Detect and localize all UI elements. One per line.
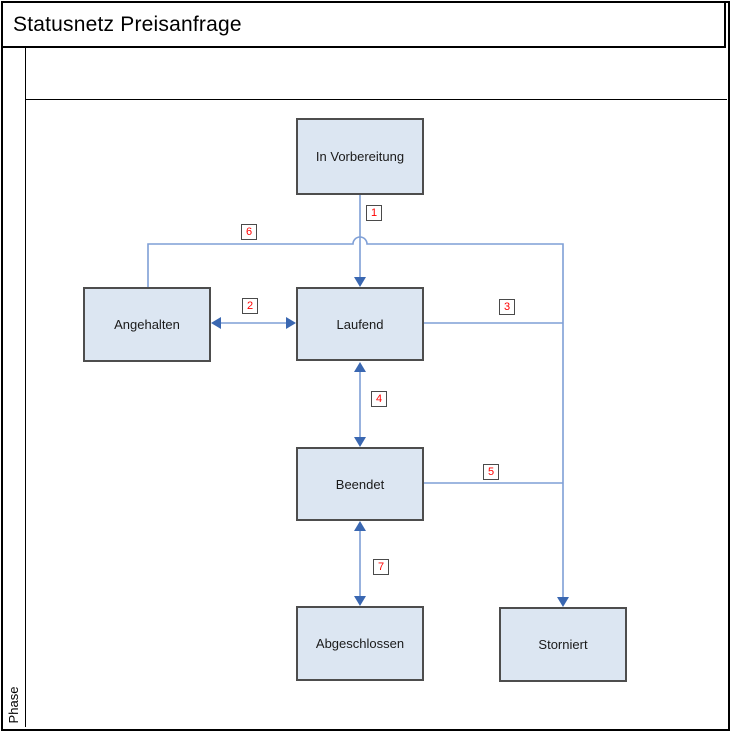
transition-marker-3: 3 xyxy=(499,299,515,315)
transition-marker-1: 1 xyxy=(366,205,382,221)
state-node-angehalten: Angehalten xyxy=(83,287,211,362)
state-label: In Vorbereitung xyxy=(315,149,405,164)
state-node-in-vorbereitung: In Vorbereitung xyxy=(296,118,424,195)
title-band: Statusnetz Preisanfrage xyxy=(1,1,726,48)
header-separator-line xyxy=(26,99,727,100)
transition-marker-2: 2 xyxy=(242,298,258,314)
state-node-laufend: Laufend xyxy=(296,287,424,361)
phase-lane-label: Phase xyxy=(6,686,21,724)
state-label: Laufend xyxy=(336,316,384,332)
page-title: Statusnetz Preisanfrage xyxy=(13,12,242,36)
transition-marker-6: 6 xyxy=(241,224,257,240)
state-label: Storniert xyxy=(538,637,588,652)
transition-marker-4: 4 xyxy=(371,391,387,407)
state-label: Angehalten xyxy=(114,317,180,332)
phase-lane-divider xyxy=(25,48,26,727)
transition-marker-5: 5 xyxy=(483,464,499,480)
state-label: Beendet xyxy=(335,476,385,492)
state-label: Abgeschlossen xyxy=(315,636,405,651)
state-node-abgeschlossen: Abgeschlossen xyxy=(296,606,424,681)
state-node-beendet: Beendet xyxy=(296,447,424,521)
state-node-storniert: Storniert xyxy=(499,607,627,682)
transition-marker-7: 7 xyxy=(373,559,389,575)
